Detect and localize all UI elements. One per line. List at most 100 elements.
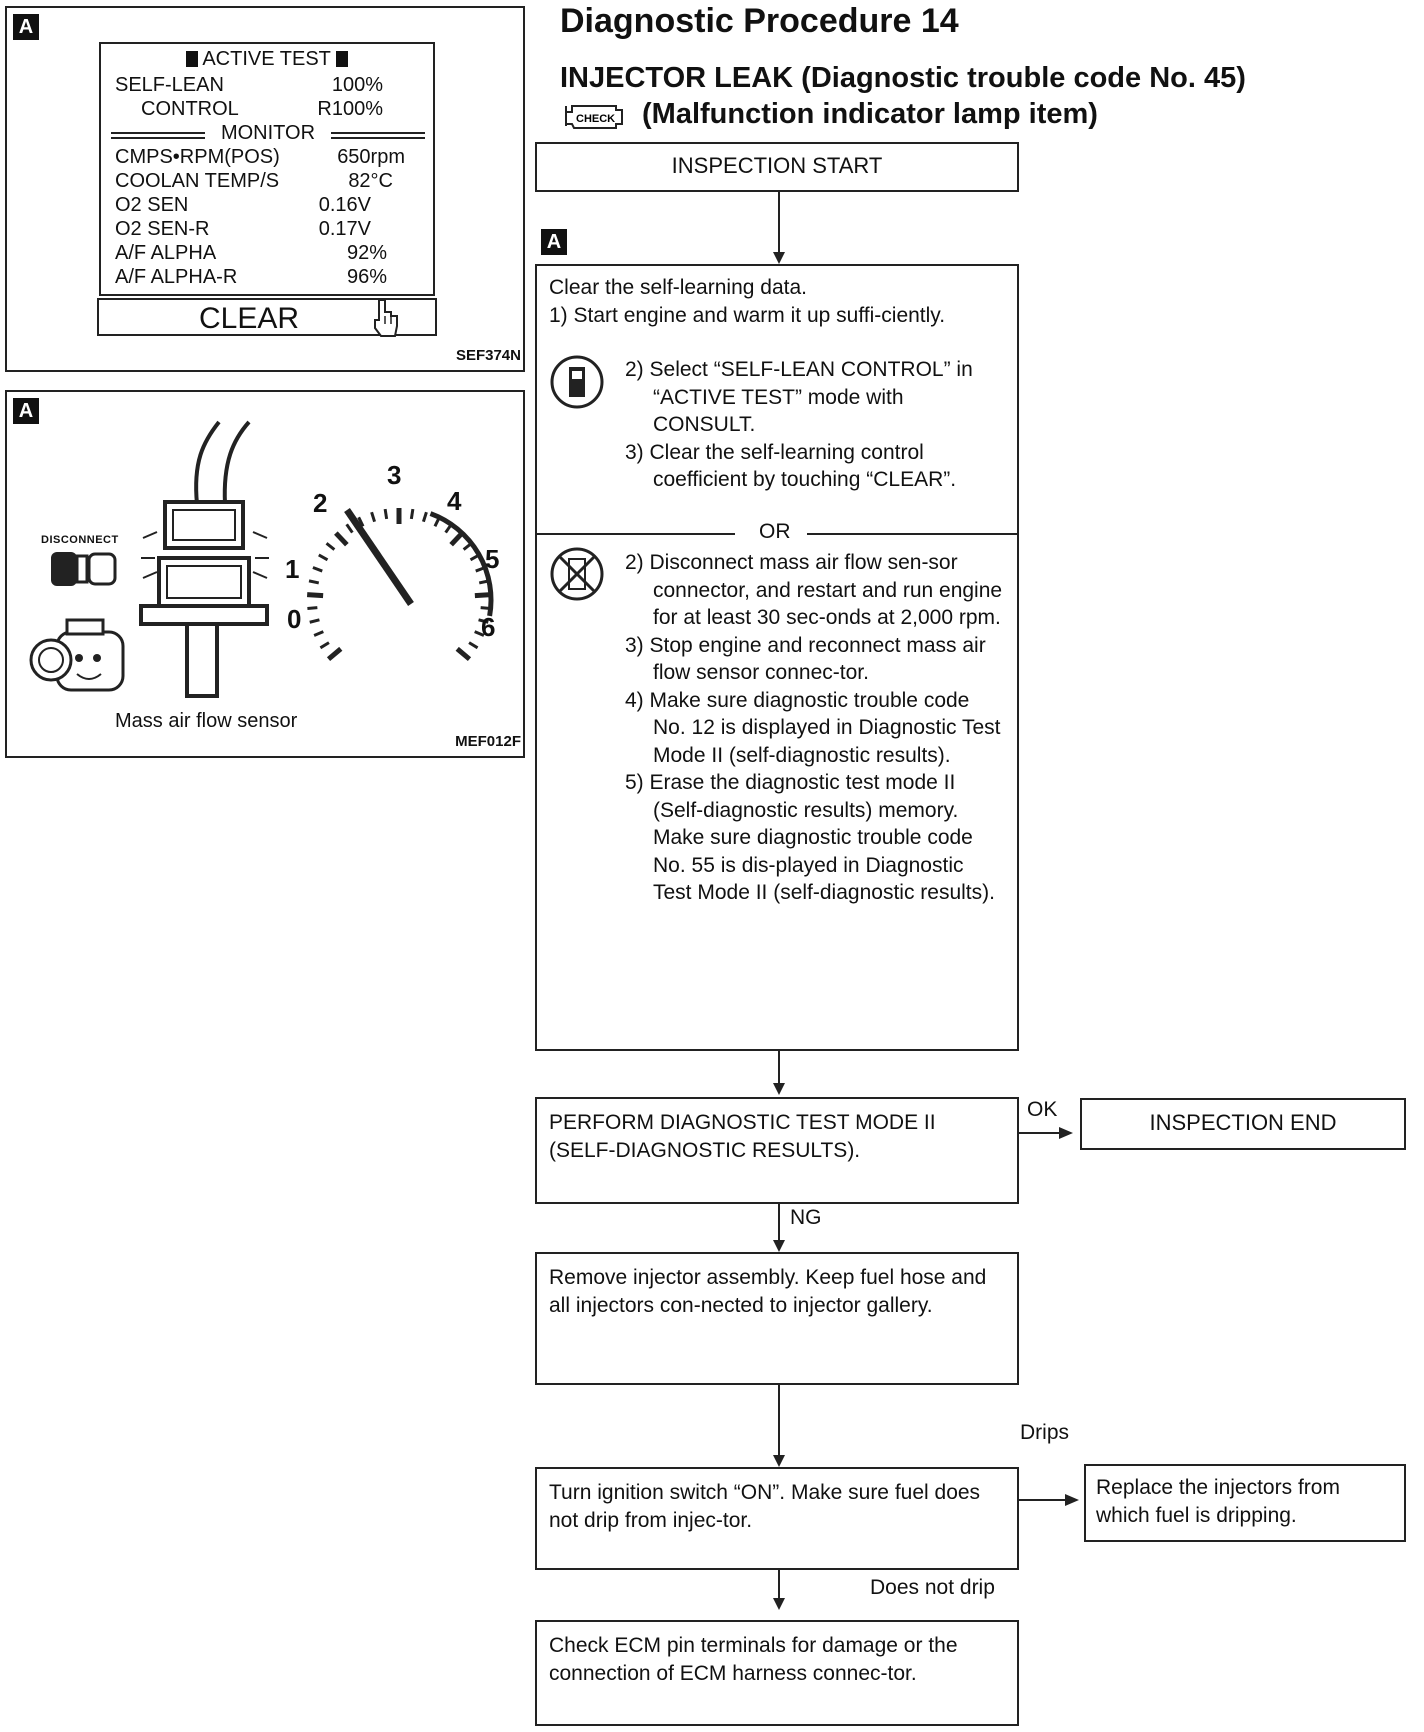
step-text: 1) Start engine and warm it up suffi-cie… [549, 303, 946, 327]
double-dash [111, 132, 205, 139]
flow-arrow [773, 252, 785, 264]
gauge-tick [334, 531, 349, 547]
gauge-tick [345, 523, 354, 534]
drips-label: Drips [1020, 1421, 1070, 1444]
gauge-tick [313, 630, 324, 637]
gauge-tick [474, 630, 485, 637]
row-label: O2 SEN [115, 194, 189, 216]
inspection-start-box: INSPECTION START [535, 142, 1019, 192]
screen-title-text: ACTIVE TEST [202, 48, 331, 70]
ok-label: OK [1027, 1098, 1058, 1121]
gauge-number: 4 [447, 486, 462, 516]
figure-tag: A [13, 398, 39, 424]
turn-ignition-text: Turn ignition switch “ON”. Make sure fue… [549, 1481, 981, 1532]
gauge-tick [478, 618, 489, 624]
gauge-tick [449, 531, 464, 547]
gauge-tick [309, 618, 320, 624]
flow-connector [778, 1570, 780, 1598]
row-value: 0.16V [318, 194, 371, 216]
replace-injectors-text: Replace the injectors from which fuel is… [1096, 1476, 1340, 1527]
gauge-tick [370, 511, 377, 523]
monitor-label: MONITOR [220, 122, 316, 144]
figure-consult-screen: A ACTIVE TEST SELF-LEAN 100% CONTROL R10… [5, 6, 525, 372]
gauge-tick [308, 579, 320, 585]
remove-injector-box: Remove injector assembly. Keep fuel hose… [535, 1252, 1019, 1385]
flow-connector [778, 1385, 780, 1455]
check-ecm-text: Check ECM pin terminals for damage or th… [549, 1634, 958, 1685]
row-value: 650rpm [337, 146, 405, 168]
figure-caption: Mass air flow sensor [115, 710, 298, 732]
check-ecm-box: Check ECM pin terminals for damage or th… [535, 1620, 1019, 1726]
turn-ignition-box: Turn ignition switch “ON”. Make sure fue… [535, 1467, 1019, 1570]
step-text: 5) Erase the diagnostic test mode II (Se… [625, 771, 995, 904]
row-label: CONTROL [141, 98, 239, 120]
gauge-redline-arc [429, 511, 494, 617]
step-text: 4) Make sure diagnostic trouble code No.… [625, 688, 1001, 767]
monitor-divider: MONITOR [111, 122, 425, 146]
consult-display: ACTIVE TEST SELF-LEAN 100% CONTROL R100%… [99, 42, 435, 296]
tachometer-gauge [307, 508, 494, 662]
row-value: 82°C [348, 170, 393, 192]
ng-label: NG [790, 1206, 822, 1229]
figure-code: SEF374N [455, 347, 521, 364]
flow-connector [1019, 1499, 1065, 1501]
figure-tag: A [13, 14, 39, 40]
screen-row: COOLAN TEMP/S 82°C [115, 170, 423, 194]
screen-row: O2 SEN 0.16V [115, 194, 423, 218]
gauge-number: 5 [485, 544, 500, 574]
step-text: Clear the self-learning data. [549, 276, 807, 299]
replace-injectors-box: Replace the injectors from which fuel is… [1084, 1464, 1406, 1542]
maf-sensor-illustration [29, 420, 494, 698]
gauge-tick [325, 542, 336, 551]
square-icon [336, 51, 349, 67]
page-subtitle-2: (Malfunction indicator lamp item) [642, 98, 1098, 130]
flow-connector [778, 1204, 780, 1240]
clear-self-learning-box: Clear the self-learning data. 1) Start e… [535, 264, 1019, 1051]
flow-arrow [773, 1455, 785, 1467]
remove-injector-text: Remove injector assembly. Keep fuel hose… [549, 1266, 987, 1317]
flow-arrow [773, 1083, 785, 1095]
pointing-hand-icon [374, 299, 398, 337]
flow-connector [1019, 1132, 1059, 1134]
screen-row: O2 SEN-R 0.17V [115, 218, 423, 242]
gauge-number: 2 [313, 488, 328, 518]
screen-row: A/F ALPHA-R 96% [115, 266, 423, 290]
or-label: OR [759, 520, 791, 543]
gauge-tick [409, 508, 415, 520]
flow-connector [778, 1051, 780, 1083]
gauge-tick [421, 511, 428, 523]
screen-row: CONTROL R100% [115, 98, 423, 122]
or-divider [807, 533, 1017, 535]
row-label: O2 SEN-R [115, 218, 210, 240]
screen-title: ACTIVE TEST [101, 48, 433, 71]
row-label: COOLAN TEMP/S [115, 170, 280, 192]
gauge-tick [307, 592, 324, 599]
screen-row: A/F ALPHA 92% [115, 242, 423, 266]
inspection-end-label: INSPECTION END [1149, 1110, 1337, 1135]
row-label: A/F ALPHA-R [115, 266, 238, 288]
flow-arrow [773, 1598, 785, 1610]
clear-button-label: CLEAR [198, 302, 300, 335]
gauge-tick [312, 566, 323, 573]
gauge-number: 0 [287, 604, 302, 634]
flow-connector [778, 192, 780, 252]
row-value: 92% [346, 242, 387, 264]
step-text: 2) Select “SELF-LEAN CONTROL” in “ACTIVE… [625, 358, 973, 436]
gauge-tick [319, 641, 330, 650]
gauge-tick [474, 592, 491, 599]
row-label: A/F ALPHA [115, 242, 217, 264]
clear-button[interactable]: CLEAR [97, 298, 437, 337]
double-dash [331, 132, 425, 139]
gauge-tick [318, 553, 329, 562]
page-subtitle: INJECTOR LEAK (Diagnostic trouble code N… [560, 62, 1246, 94]
figure-maf-sensor: A DISCONNECT 0 1 2 [5, 390, 525, 758]
perform-diagnostic-text: PERFORM DIAGNOSTIC TEST MODE II (SELF-DI… [549, 1111, 936, 1162]
step-text: 3) Stop engine and reconnect mass air fl… [625, 633, 986, 685]
row-value: R100% [317, 98, 383, 120]
gauge-number: 3 [387, 460, 402, 490]
gauge-tick [307, 606, 318, 611]
gauge-tick [326, 646, 343, 662]
disconnect-label: DISCONNECT [41, 534, 119, 546]
flow-arrow [773, 1240, 785, 1252]
gauge-number: 1 [285, 554, 300, 584]
